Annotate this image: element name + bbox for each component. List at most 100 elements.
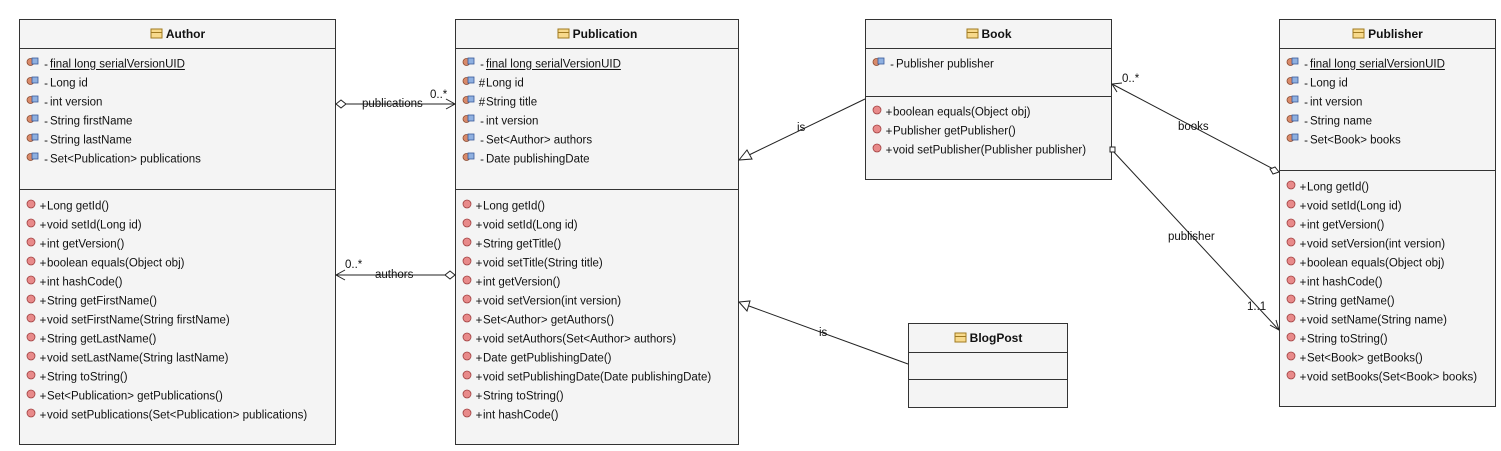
method-icon [1286, 178, 1296, 197]
method-row[interactable]: +boolean equals(Object obj) [866, 103, 1111, 122]
attribute-row[interactable]: -int version [1280, 93, 1495, 112]
field-icon [872, 55, 885, 74]
class-publisher[interactable]: Publisher -final long serialVersionUID-L… [1279, 19, 1496, 407]
attribute-text: Long id [486, 77, 524, 90]
method-icon [1286, 254, 1296, 273]
method-row[interactable]: +Publisher getPublisher() [866, 122, 1111, 141]
method-row[interactable]: +int getVersion() [1280, 216, 1495, 235]
edge-mult-publisher: 1..1 [1247, 301, 1267, 313]
method-row[interactable]: +String getLastName() [20, 330, 335, 349]
method-row[interactable]: +boolean equals(Object obj) [1280, 254, 1495, 273]
method-row[interactable]: +String getName() [1280, 292, 1495, 311]
method-row[interactable]: +Long getId() [20, 197, 335, 216]
method-row[interactable]: +Set<Book> getBooks() [1280, 349, 1495, 368]
method-row[interactable]: +Long getId() [1280, 178, 1495, 197]
method-row[interactable]: +Long getId() [456, 197, 738, 216]
method-row[interactable]: +void setTitle(String title) [456, 254, 738, 273]
method-row[interactable]: +int getVersion() [20, 235, 335, 254]
method-icon [26, 330, 36, 349]
attribute-row[interactable]: -Set<Publication> publications [20, 150, 335, 169]
visibility-marker: + [39, 390, 47, 403]
method-row[interactable]: +void setPublishingDate(Date publishingD… [456, 368, 738, 387]
method-row[interactable]: +void setBooks(Set<Book> books) [1280, 368, 1495, 387]
method-row[interactable]: +void setId(Long id) [1280, 197, 1495, 216]
attribute-text: Long id [1310, 77, 1348, 90]
method-row[interactable]: +void setName(String name) [1280, 311, 1495, 330]
attribute-row[interactable]: -Publisher publisher [866, 55, 1111, 74]
method-row[interactable]: +int hashCode() [456, 406, 738, 425]
method-text: boolean equals(Object obj) [1307, 257, 1445, 270]
method-row[interactable]: +String toString() [1280, 330, 1495, 349]
method-icon [462, 368, 472, 387]
method-text: boolean equals(Object obj) [47, 257, 185, 270]
method-text: String getLastName() [47, 333, 157, 346]
attribute-row[interactable]: -String firstName [20, 112, 335, 131]
method-row[interactable]: +int getVersion() [456, 273, 738, 292]
method-row[interactable]: +void setId(Long id) [456, 216, 738, 235]
attribute-row[interactable]: #Long id [456, 74, 738, 93]
method-text: void setFirstName(String firstName) [47, 314, 230, 327]
attribute-row[interactable]: -int version [456, 112, 738, 131]
visibility-marker: + [1299, 333, 1307, 346]
method-row[interactable]: +boolean equals(Object obj) [20, 254, 335, 273]
edge-blogpost-generalization[interactable] [737, 300, 909, 365]
class-book-methods: +boolean equals(Object obj)+Publisher ge… [866, 96, 1111, 179]
method-row[interactable]: +void setFirstName(String firstName) [20, 311, 335, 330]
method-icon [462, 197, 472, 216]
method-row[interactable]: +void setVersion(int version) [456, 292, 738, 311]
class-author[interactable]: Author -final long serialVersionUID-Long… [19, 19, 336, 445]
method-row[interactable]: +String getFirstName() [20, 292, 335, 311]
attribute-row[interactable]: -Long id [1280, 74, 1495, 93]
method-row[interactable]: +String getTitle() [456, 235, 738, 254]
method-icon [462, 254, 472, 273]
class-publication-name: Publication [572, 27, 638, 41]
class-publisher-methods: +Long getId()+void setId(Long id)+int ge… [1280, 170, 1495, 406]
method-text: void setTitle(String title) [483, 257, 603, 270]
attribute-row[interactable]: -Set<Book> books [1280, 131, 1495, 150]
method-row[interactable]: +void setPublisher(Publisher publisher) [866, 141, 1111, 160]
method-row[interactable]: +void setId(Long id) [20, 216, 335, 235]
edge-publisher-books[interactable] [1111, 82, 1280, 175]
method-text: void setVersion(int version) [483, 295, 622, 308]
edge-publication-authors[interactable] [334, 269, 456, 281]
attribute-row[interactable]: -Date publishingDate [456, 150, 738, 169]
method-row[interactable]: +Set<Publication> getPublications() [20, 387, 335, 406]
method-icon [26, 406, 36, 425]
method-row[interactable]: +void setLastName(String lastName) [20, 349, 335, 368]
attribute-row[interactable]: -String lastName [20, 131, 335, 150]
class-blogpost-methods [909, 379, 1067, 407]
attribute-row[interactable]: -Long id [20, 74, 335, 93]
attribute-row[interactable]: -Set<Author> authors [456, 131, 738, 150]
attribute-row[interactable]: -final long serialVersionUID [456, 55, 738, 74]
class-book[interactable]: Book -Publisher publisher +boolean equal… [865, 19, 1112, 180]
attribute-row[interactable]: -int version [20, 93, 335, 112]
method-text: String toString() [1307, 333, 1388, 346]
method-row[interactable]: +int hashCode() [20, 273, 335, 292]
attribute-row[interactable]: -final long serialVersionUID [20, 55, 335, 74]
method-icon [1286, 349, 1296, 368]
edge-book-publisher[interactable] [1109, 146, 1280, 332]
visibility-marker: + [1299, 276, 1307, 289]
class-blogpost[interactable]: BlogPost [908, 323, 1068, 408]
method-row[interactable]: +String toString() [456, 387, 738, 406]
method-row[interactable]: +void setAuthors(Set<Author> authors) [456, 330, 738, 349]
method-row[interactable]: +void setVersion(int version) [1280, 235, 1495, 254]
edge-book-generalization[interactable] [737, 98, 866, 161]
visibility-marker: + [475, 390, 483, 403]
edge-author-publications[interactable] [335, 98, 457, 110]
method-row[interactable]: +String toString() [20, 368, 335, 387]
method-row[interactable]: +Date getPublishingDate() [456, 349, 738, 368]
attribute-row[interactable]: -String name [1280, 112, 1495, 131]
method-text: Long getId() [47, 200, 110, 213]
attribute-row[interactable]: #String title [456, 93, 738, 112]
method-row[interactable]: +Set<Author> getAuthors() [456, 311, 738, 330]
attribute-row[interactable]: -final long serialVersionUID [1280, 55, 1495, 74]
method-text: int getVersion() [47, 238, 125, 251]
class-author-methods: +Long getId()+void setId(Long id)+int ge… [20, 189, 335, 444]
method-icon [26, 273, 36, 292]
method-row[interactable]: +void setPublications(Set<Publication> p… [20, 406, 335, 425]
method-text: String getFirstName() [47, 295, 157, 308]
visibility-marker: - [44, 77, 48, 90]
method-row[interactable]: +int hashCode() [1280, 273, 1495, 292]
class-publication[interactable]: Publication -final long serialVersionUID… [455, 19, 739, 445]
